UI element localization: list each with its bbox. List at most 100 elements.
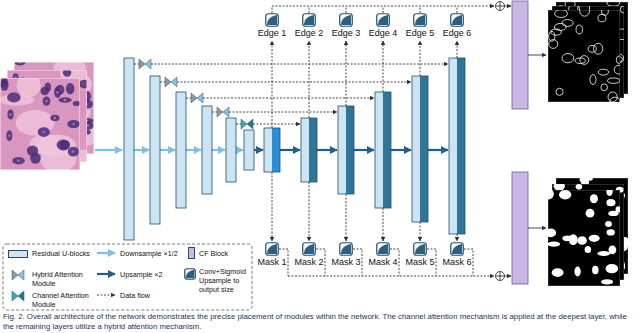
- side-output-flow: [346, 194, 347, 241]
- residual-u-block: [449, 58, 457, 234]
- nucleus-mask: [577, 236, 587, 245]
- nucleus-contour: [588, 45, 596, 52]
- sigmoid-curve: [341, 244, 351, 254]
- node-label: Mask 6: [442, 257, 471, 267]
- nucleus-contour: [562, 54, 574, 63]
- nucleus-mask: [608, 211, 618, 216]
- nucleus: [7, 93, 21, 103]
- sigmoid-curve: [304, 244, 314, 254]
- sigmoid-curve: [415, 244, 425, 254]
- residual-u-block: [150, 76, 160, 224]
- decoder-outline: [338, 106, 354, 194]
- residual-u-block: [244, 130, 254, 170]
- skip-connection: [212, 112, 217, 113]
- node-label: Mask 4: [368, 257, 397, 267]
- channel-attention-icon: [12, 291, 24, 301]
- data-flow: [528, 55, 546, 56]
- residual-u-block: [202, 106, 212, 194]
- skip-connection: [186, 98, 191, 99]
- side-output-flow: [383, 41, 384, 92]
- sum-symbol: [496, 2, 505, 11]
- legend-swatch: [8, 250, 28, 258]
- decoder-outline: [264, 128, 280, 172]
- nucleus: [57, 139, 70, 150]
- fusion-bus: [457, 6, 458, 13]
- output-ground: [548, 10, 620, 102]
- fusion-bus: [383, 6, 384, 13]
- node-label: Edge 2: [295, 28, 324, 38]
- residual-u-block: [301, 118, 309, 182]
- nucleus-mask: [597, 251, 610, 256]
- nucleus-mask: [605, 221, 612, 227]
- nucleus-mask: [606, 229, 614, 235]
- nucleus: [68, 147, 79, 157]
- sigmoid-curve: [378, 15, 388, 25]
- side-output-flow: [309, 41, 310, 118]
- nucleus-mask: [559, 190, 571, 199]
- icon-frame: [303, 14, 316, 27]
- skip-connection: [160, 82, 165, 83]
- nucleolus: [87, 124, 89, 126]
- histology-tile: [0, 78, 80, 170]
- tile-border: [0, 78, 80, 170]
- icon-frame: [266, 243, 279, 256]
- side-output-flow: [272, 41, 273, 128]
- attention-half: [12, 291, 18, 301]
- attention-half: [18, 270, 24, 280]
- legend-text: Upsample ×2: [120, 270, 184, 279]
- mask-output-node: Mask 2: [294, 242, 323, 267]
- nucleolus: [43, 131, 45, 133]
- conv-sigmoid-icon: [302, 13, 316, 27]
- legend-text: Conv+Sigmoid Upsample to output size: [199, 267, 249, 294]
- hybrid-attention-icon: [12, 270, 24, 280]
- nucleus-contour: [556, 88, 563, 95]
- sigmoid-curve: [452, 15, 462, 25]
- decoder-outline: [412, 76, 428, 222]
- nucleus-mask: [574, 266, 580, 276]
- nucleolus: [72, 150, 74, 152]
- attention-half: [241, 119, 247, 129]
- attention-half: [18, 291, 24, 301]
- icon-frame: [377, 243, 390, 256]
- icon-frame: [340, 14, 353, 27]
- nucleus: [63, 70, 71, 77]
- nucleus: [58, 97, 71, 102]
- hybrid-attention-icon: [165, 77, 177, 87]
- nucleus-mask: [552, 268, 564, 277]
- node-label: Edge 6: [443, 28, 472, 38]
- nucleolus: [64, 99, 66, 101]
- nucleus: [40, 87, 49, 95]
- data-flow: [505, 6, 512, 7]
- downsample-arrow: [186, 149, 201, 151]
- upsample-arrow: [317, 149, 337, 151]
- attention-half: [145, 59, 151, 69]
- side-output-flow: [272, 172, 273, 241]
- node-label: Mask 5: [405, 257, 434, 267]
- sigmoid-curve: [415, 15, 425, 25]
- fusion-bus: [272, 6, 494, 7]
- attention-half: [217, 107, 223, 117]
- nucleus-mask: [606, 264, 619, 273]
- nucleus-contour: [616, 56, 620, 64]
- nucleus-contour: [598, 69, 608, 75]
- icon-frame: [303, 243, 316, 256]
- attention-half: [223, 107, 229, 117]
- side-output-flow: [309, 182, 310, 241]
- nucleus-mask: [592, 266, 598, 275]
- nucleus-contour: [607, 2, 620, 6]
- residual-u-block: [412, 76, 420, 222]
- attention-half: [191, 93, 197, 103]
- upsample-arrow: [428, 149, 448, 151]
- icon-frame: [185, 269, 196, 280]
- nucleus-mask: [554, 184, 565, 190]
- cf-block: [512, 1, 528, 109]
- conv-sigmoid-icon: [339, 242, 353, 256]
- mask-output-node: Mask 6: [442, 242, 471, 267]
- skip-connection: [151, 64, 448, 65]
- decoder-outline: [375, 92, 391, 208]
- nucleus: [54, 86, 61, 98]
- attention-fused-part: [346, 106, 354, 194]
- sigmoid-curve: [267, 15, 277, 25]
- conv-sigmoid-icon: [450, 242, 464, 256]
